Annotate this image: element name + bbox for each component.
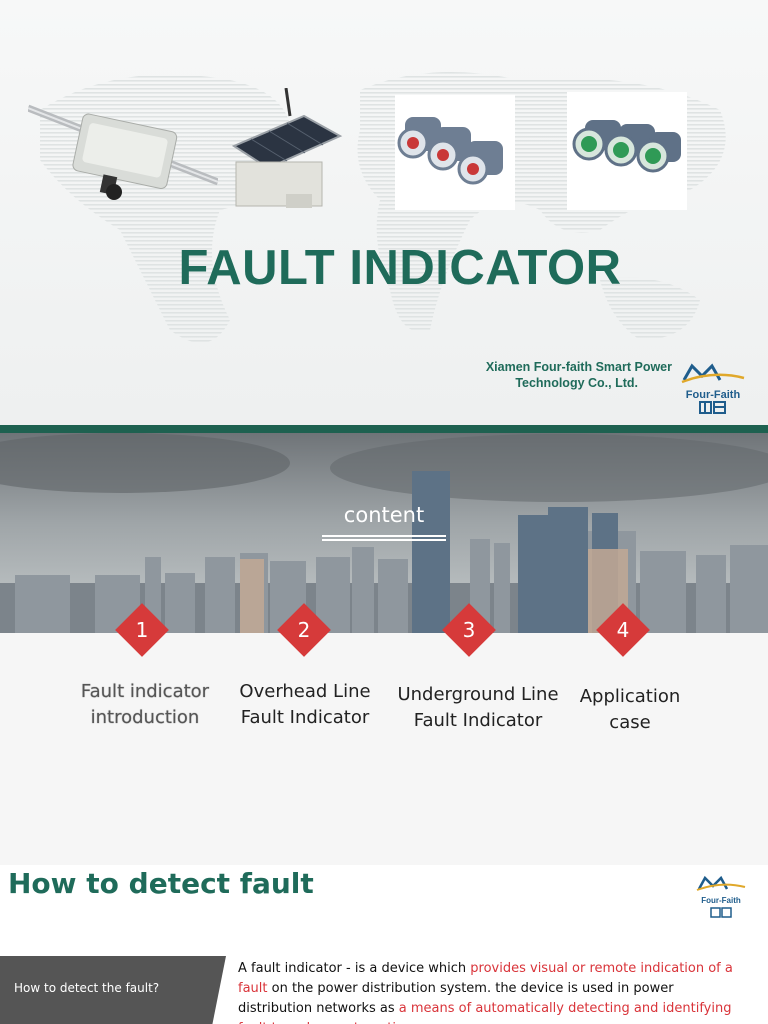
- item-4-number: 4: [616, 618, 630, 642]
- item-2-label-line2: Fault Indicator: [240, 707, 370, 728]
- contents-heading: content: [343, 503, 425, 527]
- item-2-label-line1: Overhead Line: [239, 681, 371, 702]
- four-faith-logo: Four-Faith: [678, 362, 748, 420]
- slide-divider-band: [0, 425, 768, 433]
- detect-question-label: How to detect the fault?: [14, 981, 160, 995]
- chinese-logo-small-glyph-icon: [710, 907, 732, 918]
- item-1-label-line1: Fault indicator: [80, 681, 210, 702]
- item-3-label-line2: Fault Indicator: [413, 710, 543, 731]
- four-faith-small-brand-text: Four-Faith: [701, 896, 741, 905]
- cover-slide: FAULT INDICATOR Xiamen Four-faith Smart …: [0, 0, 768, 425]
- item-1-label: Fault indicator introduction: [64, 679, 226, 731]
- detect-question-tab: How to detect the fault?: [0, 956, 226, 1024]
- green-indicators-photo: [567, 92, 687, 210]
- item-3-label-line1: Underground Line: [397, 684, 559, 705]
- item-4-label-line2: case: [609, 712, 651, 733]
- company-name-line2: Technology Co., Ltd.: [515, 376, 638, 390]
- overhead-indicator-photo: [28, 104, 218, 200]
- four-faith-logo-small-mark-icon: [696, 875, 746, 891]
- detect-slide: How to detect fault Four-Faith How to de…: [0, 865, 768, 1024]
- four-faith-logo-mark-icon: [681, 363, 745, 384]
- city-skyline-image: [0, 433, 768, 633]
- contents-heading-rule: [322, 535, 446, 541]
- item-1-number: 1: [135, 618, 149, 642]
- desc-part-2: on the power distribution system. the de…: [238, 981, 674, 1016]
- desc-highlight-1: provides visual or remote indication of …: [238, 961, 733, 996]
- item-3-label: Underground Line Fault Indicator: [384, 682, 572, 734]
- contents-slide: content 1 Fault indicator introduction 2…: [0, 433, 768, 865]
- four-faith-brand-text: Four-Faith: [685, 389, 741, 401]
- item-2-label: Overhead Line Fault Indicator: [226, 679, 384, 731]
- cover-title: FAULT INDICATOR: [178, 241, 622, 295]
- detect-title: How to detect fault: [8, 867, 314, 900]
- red-indicators-photo: [395, 95, 515, 210]
- detect-description: A fault indicator - is a device which pr…: [238, 959, 738, 1024]
- company-name-line1: Xiamen Four-faith Smart Power: [485, 360, 672, 374]
- item-1-label-line2: introduction: [90, 707, 200, 728]
- item-3-number: 3: [462, 618, 476, 642]
- item-2-number: 2: [297, 618, 311, 642]
- four-faith-logo-small: Four-Faith: [694, 875, 748, 923]
- solar-terminal-photo: [231, 88, 343, 208]
- desc-part-1: A fault indicator - is a device which: [238, 961, 471, 976]
- company-name: Xiamen Four-faith Smart Power Technology…: [486, 359, 672, 391]
- item-4-label: Application case: [568, 684, 692, 736]
- chinese-logo-glyph-icon: [699, 401, 726, 414]
- desc-highlight-2: a means of automatically detecting and i…: [238, 1001, 732, 1024]
- item-4-label-line1: Application: [579, 686, 681, 707]
